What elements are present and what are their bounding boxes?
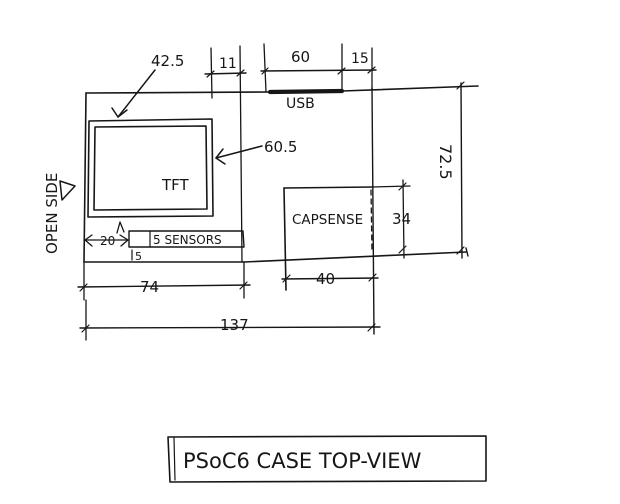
capsense-label: CAPSENSE (292, 212, 363, 228)
dim-gap-15-label: 15 (351, 51, 369, 67)
dim-sensor-offset: 5 (131, 249, 142, 263)
dim-tft-height: 60.5 (215, 138, 297, 165)
dim-tft-offset: 20 (83, 221, 129, 248)
dim-capsense-height: 34 (371, 179, 411, 259)
dim-case-height-label: 72.5 (436, 144, 455, 180)
title-block: PSoC6 CASE TOP-VIEW (167, 435, 487, 483)
dim-left-section-label: 74 (140, 278, 159, 296)
dim-tft-width: 42.5 (111, 52, 184, 118)
diagram-title: PSoC6 CASE TOP-VIEW (183, 449, 422, 473)
dim-capsense-height-label: 34 (392, 210, 411, 228)
dim-tft-width-label: 42.5 (151, 52, 184, 70)
case-outline (83, 85, 479, 335)
tft-label: TFT (161, 176, 190, 194)
sensors-label: 5 SENSORS (153, 233, 222, 247)
dim-top-chain: 11 60 15 (204, 43, 377, 263)
dim-case-height: 72.5 (436, 81, 465, 259)
usb-port: USB (267, 88, 345, 112)
usb-label: USB (286, 96, 315, 112)
dim-tft-offset-label: 20 (100, 234, 115, 248)
dim-gap-11-label: 11 (219, 56, 237, 72)
dim-tft-height-label: 60.5 (264, 138, 297, 156)
tft-display: TFT (87, 118, 214, 218)
dim-capsense-width: 40 (281, 270, 379, 288)
open-side-label: OPEN SIDE (43, 173, 61, 254)
dim-capsense-width-label: 40 (316, 270, 335, 288)
dim-case-length-label: 137 (220, 316, 249, 334)
dim-usb-60-label: 60 (291, 48, 310, 66)
dim-case-length: 137 (79, 299, 381, 341)
dim-sensor-offset-label: 5 (135, 250, 142, 263)
capsense-area: CAPSENSE (283, 186, 374, 291)
open-side-marker: OPEN SIDE (43, 173, 76, 254)
sensor-strip: 5 SENSORS (128, 230, 245, 248)
dim-left-section: 74 (77, 261, 251, 301)
